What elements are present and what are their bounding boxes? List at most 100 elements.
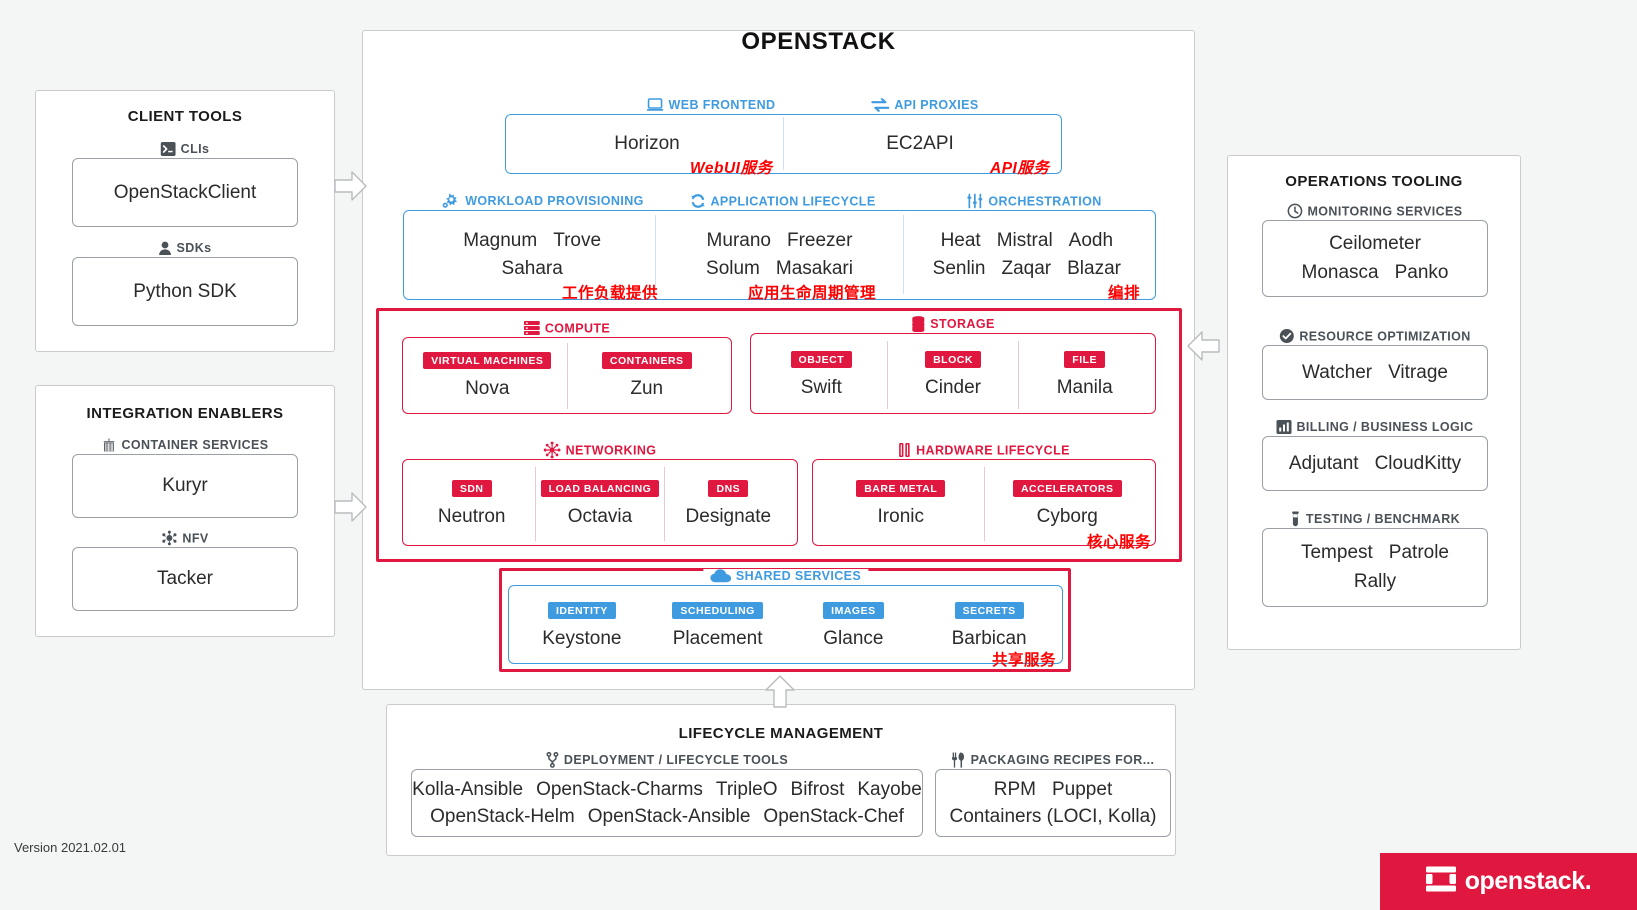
tool-openstack-chef: OpenStack-Chef (763, 805, 904, 827)
tool-tripleo: TripleO (715, 778, 778, 800)
lifecycle-group-deployment-tools: DEPLOYMENT / LIFECYCLE TOOLS Kolla-Ansib… (411, 752, 923, 837)
networking-group: NETWORKING SDN Neutron LOAD BALANCING Oc… (402, 441, 798, 546)
shared-services-legend: SHARED SERVICES (702, 569, 869, 583)
service-murano: Murano (706, 229, 771, 251)
laptop-icon (646, 98, 664, 112)
clis-legend-label: CLIs (180, 142, 210, 156)
service-horizon: Horizon (614, 132, 680, 154)
monitoring-services-legend-label: MONITORING SERVICES (1307, 204, 1463, 218)
deployment-row-2: OpenStack-Helm OpenStack-Ansible OpenSta… (430, 806, 904, 828)
service-python-sdk: Python SDK (133, 280, 237, 302)
service-patrole: Patrole (1388, 542, 1449, 563)
service-freezer: Freezer (786, 229, 853, 251)
service-panko: Panko (1394, 262, 1449, 283)
service-octavia: Octavia (567, 506, 633, 527)
storage-item-block: BLOCK Cinder (886, 341, 1019, 409)
integration-enablers-panel: INTEGRATION ENABLERS CONTAINER SERVICES … (35, 385, 335, 637)
tool-openstack-charms: OpenStack-Charms (536, 778, 703, 800)
cloud-icon (709, 569, 731, 583)
openstack-title: OPENSTACK (741, 28, 896, 55)
compute-group: COMPUTE VIRTUAL MACHINES Nova CONTAINERS… (402, 320, 732, 414)
service-vitrage: Vitrage (1388, 361, 1448, 383)
service-trove: Trove (553, 229, 602, 251)
ops-group-resource-optimization: RESOURCE OPTIMIZATION Watcher Vitrage (1262, 328, 1488, 400)
web-frontend-legend: WEB FRONTEND (639, 98, 783, 112)
service-blazar: Blazar (1067, 257, 1121, 279)
arrow-operations-tooling-to-openstack (1187, 331, 1220, 361)
packaging-recipes-legend: PACKAGING RECIPES FOR... (944, 752, 1162, 768)
service-heat: Heat (940, 229, 981, 251)
testing-row-1: Tempest Patrole (1301, 542, 1449, 564)
testing-row-2: Rally (1354, 571, 1396, 593)
service-swift: Swift (800, 377, 842, 398)
networking-legend-label: NETWORKING (565, 443, 657, 457)
service-tempest: Tempest (1300, 542, 1373, 563)
service-ceilometer: Ceilometer (1329, 233, 1421, 254)
service-openstackclient: OpenStackClient (113, 181, 257, 203)
lifecycle-group-packaging-recipes: PACKAGING RECIPES FOR... RPM Puppet Cont… (935, 752, 1171, 837)
service-ec2api: EC2API (886, 132, 954, 154)
tag-virtual-machines: VIRTUAL MACHINES (423, 352, 552, 369)
tag-accelerators: ACCELERATORS (1012, 480, 1122, 497)
sdks-legend-label: SDKs (176, 241, 212, 255)
service-masakari: Masakari (775, 257, 853, 279)
shared-item-images: IMAGES Glance (786, 593, 922, 659)
annotation-app-lifecycle: 应用生命周期管理 (748, 285, 877, 302)
shared-services-legend-label: SHARED SERVICES (735, 569, 862, 583)
storage-legend: STORAGE (904, 316, 1002, 332)
annotation-shared-services: 共享服务 (992, 652, 1057, 669)
api-proxies-legend: API PROXIES (864, 98, 986, 112)
app-lifecycle-row-2: Solum Masakari (706, 258, 853, 280)
arrow-lifecycle-to-openstack (765, 675, 795, 708)
networking-item-load-balancing: LOAD BALANCING Octavia (535, 467, 663, 541)
test-tube-icon (1290, 511, 1301, 527)
service-cloudkitty: CloudKitty (1374, 452, 1462, 474)
lifecycle-management-panel: LIFECYCLE MANAGEMENT DEPLOYMENT / LIFECY… (386, 704, 1176, 856)
tool-containers-loci-kolla: Containers (LOCI, Kolla) (949, 805, 1157, 827)
ops-group-monitoring-services: MONITORING SERVICES Ceilometer Monasca P… (1262, 203, 1488, 297)
app-lifecycle-row-1: Murano Freezer (707, 230, 853, 252)
orchestration-legend: ORCHESTRATION (959, 193, 1109, 209)
second-row-group: WORKLOAD PROVISIONING APPLICATION LIFECY… (403, 193, 1156, 300)
orchestration-row-1: Heat Mistral Aodh (941, 230, 1113, 252)
orchestration-column: Heat Mistral Aodh Senlin Zaqar Blazar (902, 215, 1150, 294)
client-tools-panel: CLIENT TOOLS CLIs OpenStackClient SDKs (35, 90, 335, 352)
git-branch-icon (546, 752, 559, 768)
tag-scheduling: SCHEDULING (672, 602, 763, 619)
compute-legend: COMPUTE (516, 320, 618, 336)
tag-load-balancing: LOAD BALANCING (540, 480, 660, 497)
clis-legend: CLIs (153, 142, 217, 156)
service-manila: Manila (1056, 377, 1113, 398)
tag-sdn: SDN (451, 480, 492, 497)
nfv-legend-label: NFV (182, 531, 209, 545)
refresh-cycle-icon (690, 194, 705, 209)
workload-provisioning-legend-label: WORKLOAD PROVISIONING (465, 194, 644, 208)
openstack-mark-icon (1425, 866, 1456, 897)
network-nodes-icon (543, 441, 561, 459)
integration-group-container-services: CONTAINER SERVICES Kuryr (72, 438, 298, 518)
service-neutron: Neutron (437, 506, 506, 527)
service-monasca: Monasca (1301, 262, 1379, 283)
orchestration-legend-label: ORCHESTRATION (988, 194, 1102, 208)
service-mistral: Mistral (996, 229, 1053, 251)
shared-item-secrets: SECRETS Barbican (921, 593, 1057, 659)
hardware-item-accelerators: ACCELERATORS Cyborg (983, 467, 1151, 541)
monitoring-row-2: Monasca Panko (1302, 262, 1449, 284)
openstack-logo-text: openstack. (1464, 867, 1592, 895)
hardware-lifecycle-legend: HARDWARE LIFECYCLE (891, 442, 1077, 458)
orchestration-row-2: Senlin Zaqar Blazar (933, 258, 1121, 280)
annotation-webui: WebUI服务 (690, 160, 773, 177)
resource-optimization-row-1: Watcher Vitrage (1302, 362, 1448, 384)
application-lifecycle-column: Murano Freezer Solum Masakari (655, 215, 902, 294)
packaging-recipes-legend-label: PACKAGING RECIPES FOR... (970, 753, 1155, 767)
billing-business-logic-legend: BILLING / BUSINESS LOGIC (1269, 420, 1481, 434)
shared-item-identity: IDENTITY Keystone (514, 593, 650, 659)
monitoring-row-1: Ceilometer (1329, 233, 1421, 255)
testing-benchmark-legend: TESTING / BENCHMARK (1282, 511, 1468, 527)
service-tacker: Tacker (157, 568, 213, 589)
packaging-row-2: Containers (LOCI, Kolla) (950, 806, 1157, 828)
networking-item-sdn: SDN Neutron (408, 467, 535, 541)
service-sahara: Sahara (501, 257, 563, 279)
shipping-container-icon (101, 438, 116, 452)
arrow-integration-enablers-to-openstack (334, 492, 367, 522)
